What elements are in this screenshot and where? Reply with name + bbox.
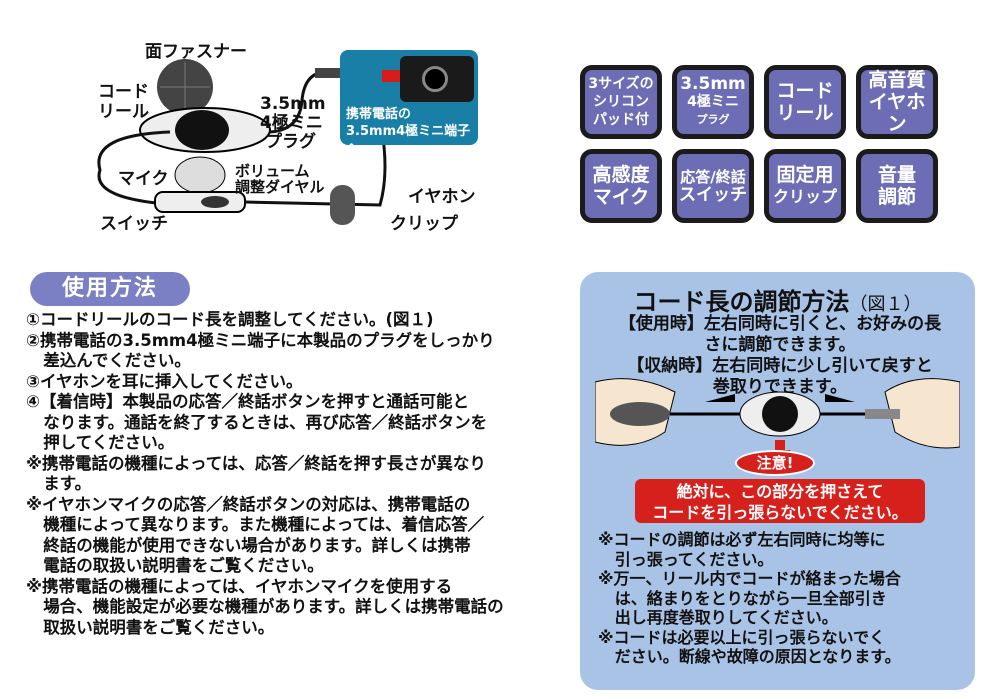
text-line: 引っ張ってください。 <box>598 549 774 569</box>
text-line: ※コードの調節は必ず左右同時に均等に <box>598 530 886 549</box>
label-cord-reel-1: コード <box>98 82 149 102</box>
text-line: 差込んでください。 <box>26 351 191 370</box>
feature-volume: 音量調節 <box>856 149 938 223</box>
arrow-left-icon <box>705 394 735 402</box>
text-line: ②携帯電話の3.5mm4極ミニ端子に本製品のプラグをしっかり <box>26 330 495 350</box>
cord-adjust-line: 巻取りできます。 <box>712 377 848 397</box>
feature-clip: 固定用クリップ <box>764 149 846 223</box>
cord-adjust-line: 【収納時】左右同時に少し引いて戻すと <box>627 356 933 376</box>
text-line: 出し再度巻取りしてください。 <box>598 608 838 627</box>
text-line: ※携帯電話の機種によっては、応答／終話を押す長さが異なり <box>26 453 486 473</box>
cord-pull-illustration <box>595 378 960 460</box>
text-line: 場合、機能設定が必要な機種があります。詳しくは携帯電話の <box>26 597 504 616</box>
plug <box>865 409 900 419</box>
label-mic: マイク <box>118 169 169 189</box>
text-line: 取扱い説明書をご覧ください。 <box>26 617 275 637</box>
label-switch: スイッチ <box>100 214 168 234</box>
label-earphone: イヤホン <box>408 187 476 207</box>
text-line: ①コードリールのコード長を調整してください。(図１) <box>26 310 434 329</box>
label-volume-1: ボリューム <box>235 162 310 180</box>
label-plug-1: 3.5mm <box>260 94 326 114</box>
text-line: ④【着信時】本製品の応答／終話ボタンを押すと通話可能と <box>26 392 469 411</box>
usage-instructions: ①コードリールのコード長を調整してください。(図１)②携帯電話の3.5mm4極ミ… <box>26 310 561 638</box>
phone-caption-1: 携帯電話の <box>346 107 412 122</box>
text-line: ※コードは必要以上に引っ張らないでく <box>598 627 886 647</box>
feature-switch: 応答/終話スイッチ <box>672 149 754 223</box>
phone-jack-image <box>400 56 474 102</box>
text-line: ※イヤホンマイクの応答／終話ボタンの対応は、携帯電話の <box>26 494 471 514</box>
clip <box>330 185 355 225</box>
label-fastener: 面ファスナー <box>145 42 247 62</box>
text-line: ③イヤホンを耳に挿入してください。 <box>26 371 303 391</box>
label-clip: クリップ <box>390 214 458 234</box>
feature-mic: 高感度マイク <box>580 149 662 223</box>
text-line: ださい。断線や故障の原因となります。 <box>598 647 901 666</box>
text-line: なります。通話を終了するときは、再び応答／終話ボタンを <box>26 412 488 432</box>
phone-caption-2: 3.5mm4極ミニ端子へ <box>346 124 471 156</box>
text-line: は、絡まりをとりながら一旦全部引き <box>598 588 887 608</box>
cord-adjust-line: さに調節できます。 <box>704 335 856 355</box>
text-line: ※万一、リール内でコードが絡まった場合 <box>598 569 901 588</box>
text-line: ます。 <box>26 474 92 493</box>
label-cord-reel-2: リール <box>98 102 149 122</box>
text-line: 終話の機能が使用できない場合があります。詳しくは携帯 <box>26 535 471 555</box>
label-volume-2: 調整ダイヤル <box>235 178 325 196</box>
right-hand <box>884 378 960 449</box>
mic-switch-unit <box>154 191 246 213</box>
cord-adjust-title: コード長の調節方法 <box>633 288 850 316</box>
cord-adjust-line: 【使用時】左右同時に引くと、お好みの長 <box>618 314 942 334</box>
cord-adjust-notes: ※コードの調節は必ず左右同時に均等に 引っ張ってください。※万一、リール内でコー… <box>598 530 968 667</box>
plug <box>315 68 355 78</box>
cord-adjust-fig: （図１） <box>849 294 922 315</box>
label-plug-3: プラグ <box>265 132 316 152</box>
text-line: 押してください。 <box>26 433 175 452</box>
phone-jack-callout: 携帯電話の 3.5mm4極ミニ端子へ <box>340 50 478 156</box>
arrow-right-icon <box>825 394 855 402</box>
mic-unit <box>610 402 670 426</box>
cord-adjust-panel: コード長の調節方法（図１） 【使用時】左右同時に引くと、お好みの長 さに調節でき… <box>580 272 975 690</box>
feature-cord-reel: コードリール <box>764 65 846 139</box>
text-line: ※携帯電話の機種によっては、イヤホンマイクを使用する <box>26 576 453 596</box>
text-line: 電話の取扱い説明書をご覧ください。 <box>26 556 324 575</box>
usage-heading: 使用方法 <box>30 272 190 306</box>
caution-badge: 注意! <box>735 450 815 476</box>
label-plug-2: 4極ミニ <box>260 113 323 133</box>
text-line: 機種によって異なります。また機種によっては、着信応答／ <box>26 515 485 534</box>
feature-silicon-pads: 3サイズのシリコンパッド付 <box>580 65 662 139</box>
warning-banner: 絶対に、この部分を押さえて コードを引っ張らないでください。 <box>635 479 925 523</box>
feature-earphone: 高音質イヤホン <box>856 65 938 139</box>
